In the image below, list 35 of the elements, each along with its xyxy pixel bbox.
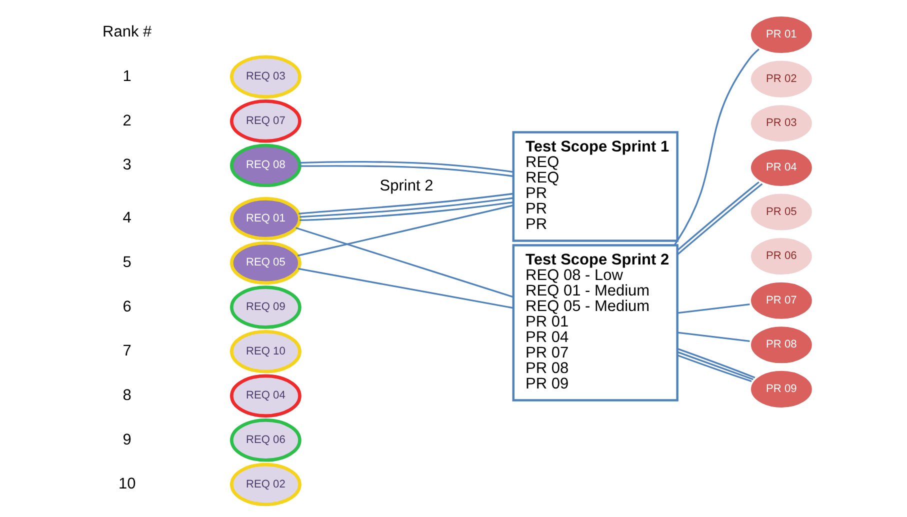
label: 2 xyxy=(122,112,131,130)
connector xyxy=(677,303,750,314)
label: 9 xyxy=(122,431,131,448)
connector xyxy=(299,197,513,218)
label: 1 xyxy=(122,68,131,85)
label: 10 xyxy=(118,476,136,493)
label: Sprint 2 xyxy=(379,178,433,195)
node-box: Test Scope Sprint 1 REQ REQ PR PR PR xyxy=(512,131,678,242)
connector xyxy=(298,160,513,173)
node-box: Test Scope Sprint 2 REQ 08 - Low REQ 01 - Medium REQ 05 - Medium PR 01 PR 04 PR 07 PR 08 PR 09 xyxy=(512,244,678,402)
label: 5 xyxy=(122,254,131,272)
connector xyxy=(296,204,513,257)
node-ellipse: REQ 02 xyxy=(230,462,301,506)
node-ellipse: REQ 09 xyxy=(230,286,301,329)
label: 7 xyxy=(122,342,131,360)
connector xyxy=(298,192,513,215)
label: 8 xyxy=(122,386,131,404)
node-ellipse: REQ 03 xyxy=(230,55,301,98)
node-ellipse: REQ 06 xyxy=(230,418,301,462)
node-ellipse: REQ 01 xyxy=(230,197,301,240)
connector xyxy=(299,201,513,222)
node-ellipse: REQ 07 xyxy=(230,100,301,143)
node-ellipse: REQ 08 xyxy=(230,144,301,188)
connector xyxy=(299,165,513,177)
connector xyxy=(295,227,513,298)
label: 4 xyxy=(122,210,131,227)
label: Rank # xyxy=(102,24,152,41)
node-ellipse: REQ 04 xyxy=(230,374,301,418)
connector xyxy=(673,48,759,246)
node-ellipse: REQ 05 xyxy=(230,241,301,285)
connector xyxy=(298,268,513,309)
label: 6 xyxy=(122,298,131,316)
node-ellipse: REQ 10 xyxy=(230,330,301,374)
connector xyxy=(677,332,750,342)
label: 3 xyxy=(122,156,131,174)
